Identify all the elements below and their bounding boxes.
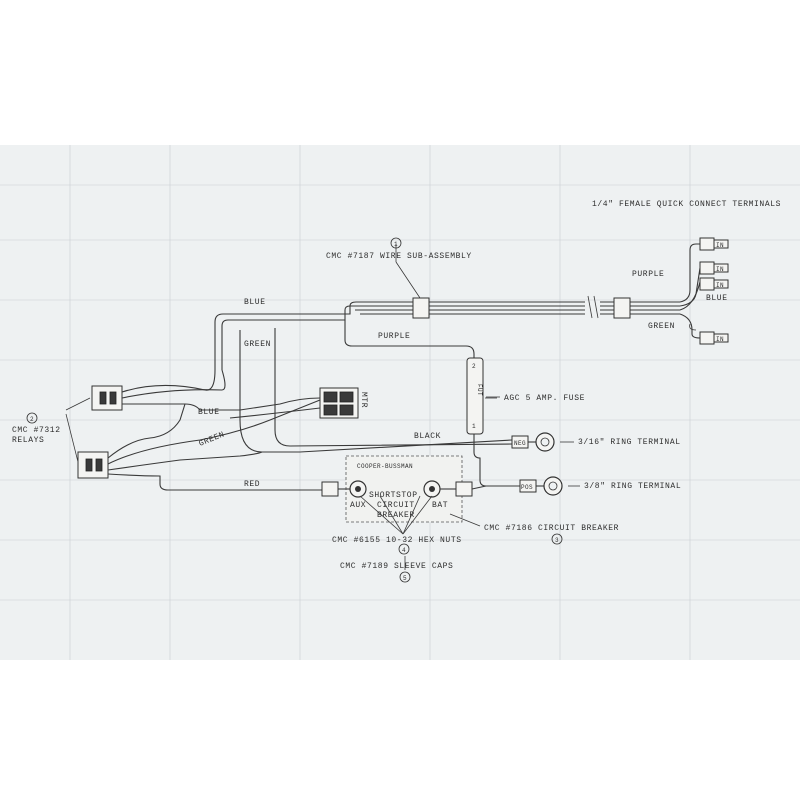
agc-fuse-holder [466,357,484,435]
bat-sleeve-cap [455,481,473,497]
breaker-bat: BAT [432,501,448,510]
callout-4: 4 [402,547,406,554]
sub-assembly-label: CMC #7187 WIRE SUB-ASSEMBLY [326,252,472,261]
qc-tag-2: IN [716,266,724,273]
callout-3: 3 [555,537,559,544]
callout-circle-4 [398,543,410,555]
relays-label-line2: RELAYS [12,436,44,445]
purple-fuse-branch: 2 1 FUT [344,320,520,487]
relay-connector-bottom [77,451,109,479]
breaker-name-line3: BREAKER [377,511,415,520]
ring-tag-neg: NEG [514,440,526,447]
leader-lines [65,244,580,570]
breaker-name-line2: CIRCUIT [377,501,415,510]
wire-label-blue-top: BLUE [244,298,266,307]
wire-label-blue-relay: BLUE [198,408,220,417]
mtr-connector-group: MTR [229,387,368,419]
main-wire-trunk [214,295,680,370]
quick-connect-fanout: IN IN IN IN [679,237,729,345]
callout-circle-3 [551,533,563,545]
fuse-label: AGC 5 AMP. FUSE [504,394,585,403]
wire-label-purple-mid: PURPLE [378,332,410,341]
wire-label-red: RED [244,480,260,489]
quick-connect-terminal-2 [699,261,715,275]
callout-circle-1 [390,237,402,249]
terminals-title: 1/4" FEMALE QUICK CONNECT TERMINALS [592,200,781,209]
wire-label-green-left: GREEN [244,340,271,349]
paper-sheet [0,145,800,660]
trunk-sleeve-right [613,297,631,319]
quick-connect-tab-2 [713,263,729,273]
quick-connect-terminal-4 [699,331,715,345]
breaker-aux: AUX [350,501,366,510]
fuse-terminal-2: 2 [472,363,476,370]
mtr-label: MTR [359,392,368,408]
black-ring-terminal-group: NEG [511,432,555,452]
circuit-breaker-group: COOPER-BUSSMAN SHORTSTOP CIRCUIT BREAKER… [321,455,487,523]
callout-5: 5 [403,575,407,582]
fuse-terminal-1: 1 [472,423,476,430]
wire-label-black: BLACK [414,432,441,441]
breaker-brand: COOPER-BUSSMAN [357,463,413,470]
sleeve-caps-label: CMC #7189 SLEEVE CAPS [340,562,453,571]
aux-sleeve-cap [321,481,339,497]
callout-circle-5 [399,571,411,583]
top-margin [0,0,800,145]
wire-label-green-right: GREEN [648,322,675,331]
circuit-breaker-label: CMC #7186 CIRCUIT BREAKER [484,524,619,533]
quick-connect-tab-4 [713,333,729,343]
relays-label-line1: CMC #7312 [12,426,61,435]
quick-connect-terminal-3 [699,277,715,291]
quick-connect-tab-3 [713,279,729,289]
bottom-margin [0,660,800,800]
callout-1: 1 [394,241,398,248]
fuse-body-text: FUT [476,384,483,396]
wire-label-purple-right: PURPLE [632,270,664,279]
part-labels: 1/4" FEMALE QUICK CONNECT TERMINALS CMC … [12,200,781,571]
breaker-name-line1: SHORTSTOP [369,491,418,500]
relays-group [77,328,513,491]
ring-3-16-label: 3/16" RING TERMINAL [578,438,681,447]
qc-tag-3: IN [716,282,724,289]
red-ring-terminal-group: POS [519,476,563,496]
quick-connect-tab-1 [713,239,729,249]
ring-tag-pos: POS [521,484,533,491]
hex-nuts-label: CMC #6155 10-32 HEX NUTS [332,536,462,545]
callout-circle-2 [26,412,38,424]
trunk-sleeve-left [412,297,430,319]
relay-connector-top [91,385,123,411]
ring-3-8-label: 3/8" RING TERMINAL [584,482,681,491]
callout-2: 2 [30,416,34,423]
qc-tag-4: IN [716,336,724,343]
quick-connect-terminal-1 [699,237,715,251]
wire-label-blue-right: BLUE [706,294,728,303]
qc-tag-1: IN [716,242,724,249]
callouts: 1 2 3 4 5 [26,237,563,583]
